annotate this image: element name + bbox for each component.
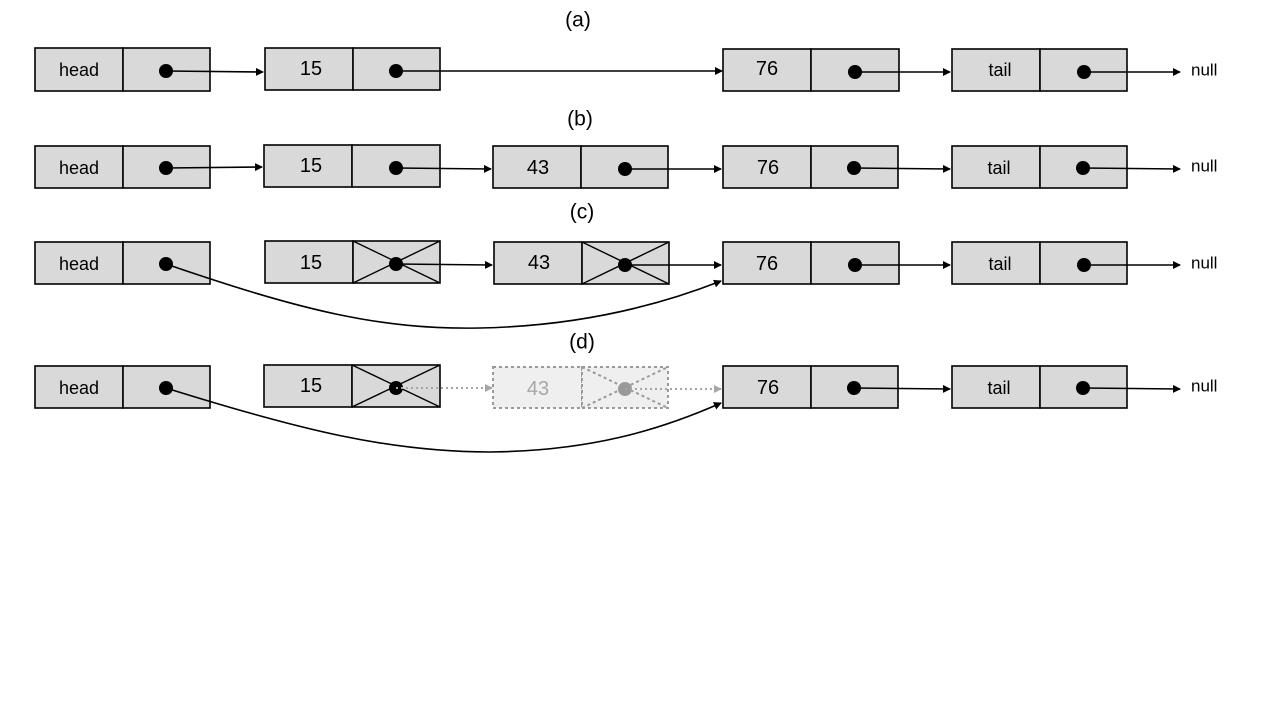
null-arrow [1082,164,1181,173]
node-head: head [34,365,211,409]
node-value: 43 [528,252,550,274]
node-value: 43 [527,157,549,179]
null-label: null [1191,157,1217,176]
cross-out-icon [581,366,669,409]
panel-b: head 15 43 76 tail [34,144,1217,189]
node-value: 76 [757,157,779,179]
node-76: 76 [722,145,899,189]
next-arrow [165,163,263,172]
panel-label-c: (c) [570,201,595,224]
node-tail: tail [951,241,1128,285]
node-value: tail [988,60,1011,80]
node-76: 76 [722,48,900,92]
panel-label-d: (d) [569,331,595,354]
node-15: 15 [263,364,441,408]
node-head: head [34,241,211,285]
panel-d: head 15 43 76 tail [34,364,1217,453]
panel-c: head 15 43 76 tail [34,240,1217,329]
node-value: tail [987,158,1010,178]
node-value: tail [987,378,1010,398]
node-15: 15 [264,47,441,91]
node-value: head [59,254,99,274]
null-arrow [1082,384,1181,393]
node-value: head [59,60,99,80]
cross-out-icon [581,366,669,409]
node-value: 76 [757,377,779,399]
node-value: 76 [756,253,778,275]
next-arrow [853,384,951,393]
node-value: 15 [300,252,322,274]
node-value: 43 [527,378,549,400]
node-value: head [59,378,99,398]
node-15: 15 [264,240,441,284]
bypass-arrow [165,263,722,329]
node-43: 43 [492,145,669,189]
node-76: 76 [722,365,899,409]
node-head: head [34,47,211,92]
node-43-removed: 43 [492,366,669,409]
next-arrow [853,164,951,173]
null-label: null [1191,377,1217,396]
null-label: null [1191,61,1217,80]
node-head: head [34,145,211,189]
panel-label-a: (a) [565,9,591,32]
node-43: 43 [493,241,670,285]
next-arrow [395,260,493,269]
node-15: 15 [263,144,441,188]
node-value: 76 [756,58,778,80]
node-value: 15 [300,58,322,80]
next-arrow [165,67,264,76]
next-arrow [395,164,492,173]
node-value: 15 [300,155,322,177]
null-label: null [1191,254,1217,273]
node-76: 76 [722,241,900,285]
panel-a: head 15 76 tail null [34,47,1217,92]
node-tail: tail [951,365,1128,409]
panel-label-b: (b) [567,108,593,131]
node-value: tail [988,254,1011,274]
bypass-arrow [165,387,722,453]
node-tail: tail [951,145,1128,189]
node-value: head [59,158,99,178]
node-tail: tail [951,48,1128,92]
node-value: 15 [300,375,322,397]
